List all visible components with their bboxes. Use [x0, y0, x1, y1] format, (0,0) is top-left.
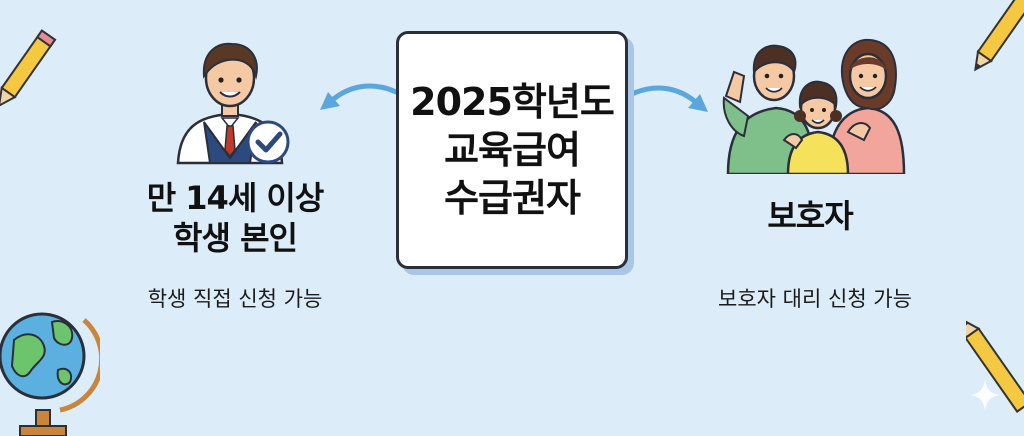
student-description: 학생 직접 신청 가능	[147, 287, 323, 311]
globe-icon	[0, 312, 100, 436]
recipient-title-box: 2025학년도 교육급여 수급권자	[396, 31, 628, 269]
student-illustration	[176, 42, 290, 165]
student-heading-line2: 학생 본인	[173, 219, 298, 257]
pencil-icon-top-right	[974, 0, 1024, 72]
title-line-year: 2025학년도	[410, 80, 615, 124]
student-heading-line1: 만 14세 이상	[146, 179, 325, 217]
guardian-heading: 보호자	[767, 197, 853, 235]
pencil-icon-top-left	[0, 29, 57, 108]
title-line-benefit: 교육급여	[444, 128, 581, 172]
student-section: 만 14세 이상 학생 본인	[110, 178, 360, 258]
guardian-description: 보호자 대리 신청 가능	[718, 287, 912, 311]
title-line-recipient: 수급권자	[444, 176, 581, 220]
arrow-to-student	[320, 83, 399, 110]
arrow-to-guardian	[629, 85, 708, 112]
sparkle-icon	[970, 380, 1000, 410]
family-illustration	[722, 38, 906, 174]
